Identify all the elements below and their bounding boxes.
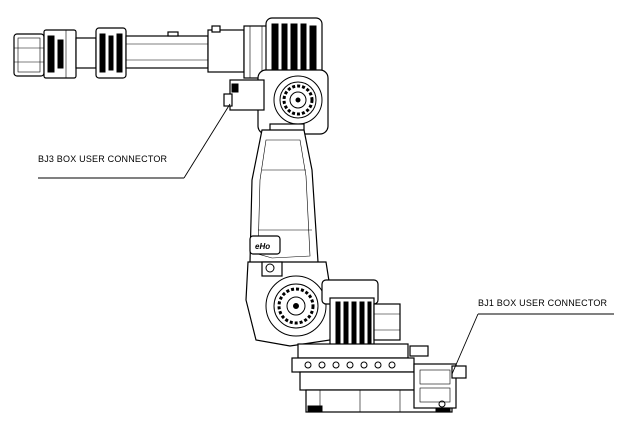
- bj1-connector-label: BJ1 BOX USER CONNECTOR: [478, 298, 608, 308]
- j1-motor: [321, 279, 401, 351]
- shoulder-housing: [245, 261, 333, 347]
- bj1-box: [413, 363, 467, 409]
- brand-marking: eHo: [255, 242, 270, 251]
- bj3-leader-diagonal: [183, 103, 231, 179]
- elbow-housing: [223, 17, 329, 144]
- upper-arm: [125, 25, 269, 79]
- bj1-leader-diagonal: [451, 313, 479, 375]
- wrist-assembly: [13, 27, 127, 79]
- bj3-connector-label: BJ3 BOX USER CONNECTOR: [38, 154, 168, 164]
- lower-arm: eHo: [249, 129, 319, 273]
- leader-lines: [38, 103, 614, 375]
